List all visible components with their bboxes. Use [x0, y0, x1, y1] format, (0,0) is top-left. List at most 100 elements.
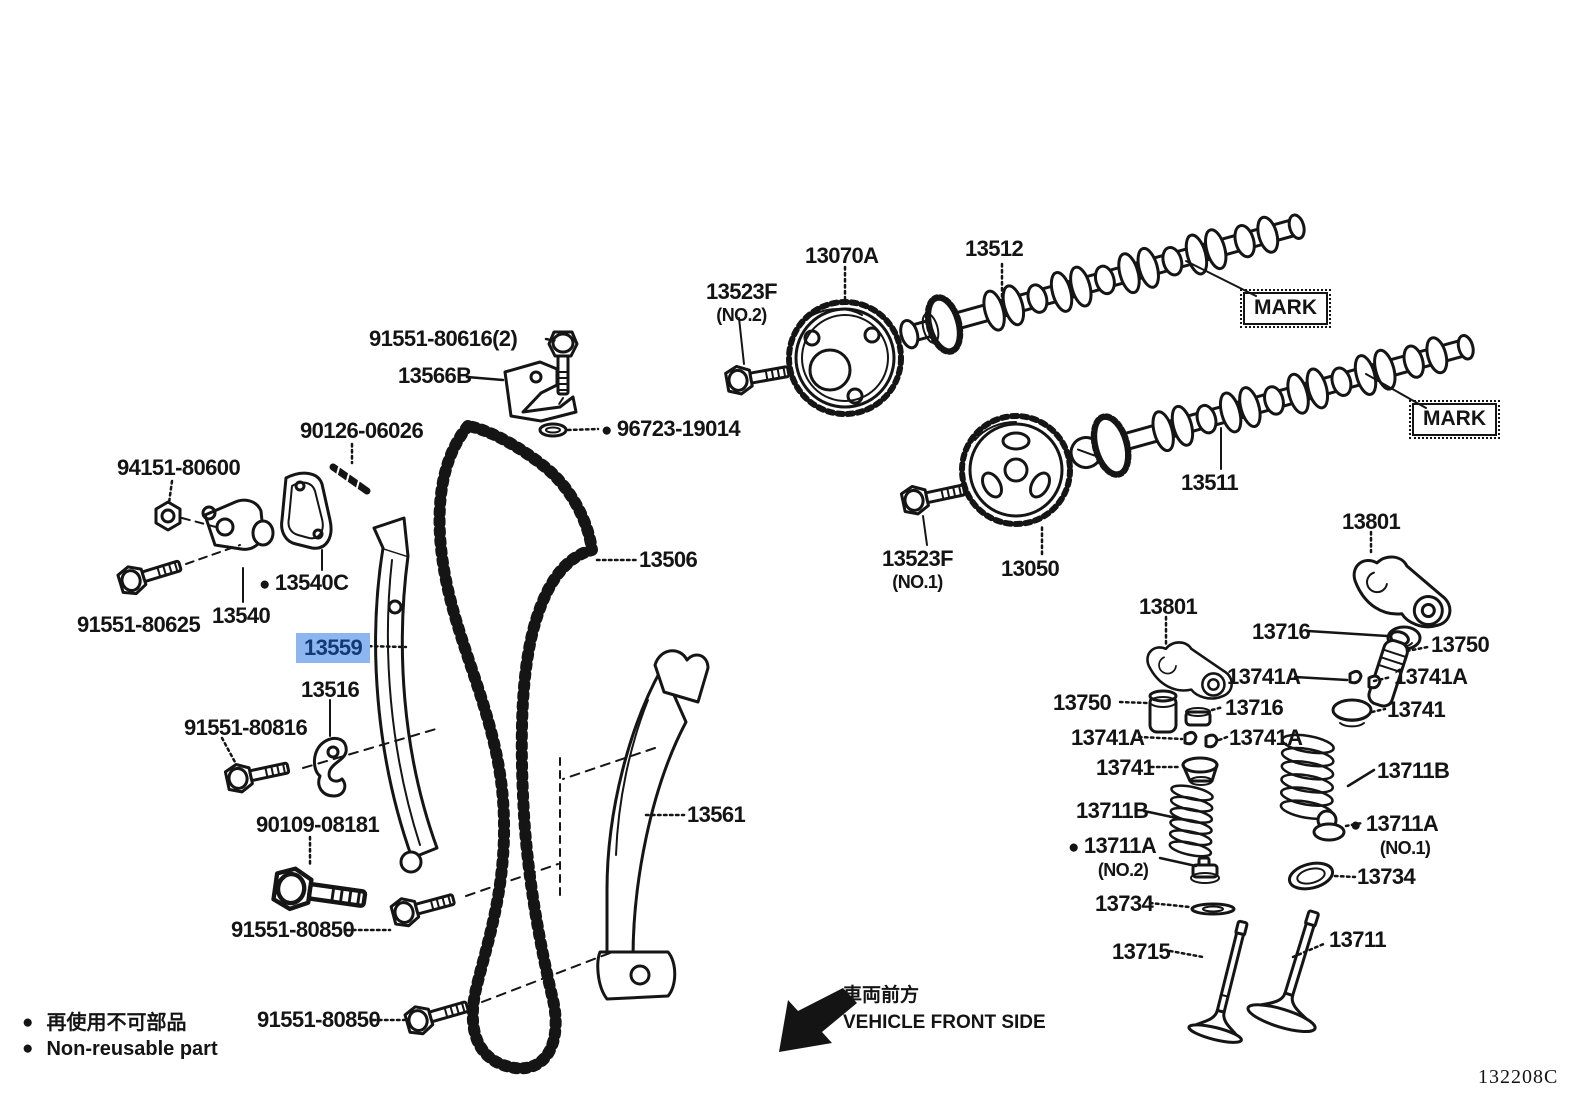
part-label-13741-right[interactable]: 13741 [1387, 697, 1446, 722]
part-label-94151-80600[interactable]: 94151-80600 [117, 455, 241, 480]
lifter-13750-mid-art [1148, 689, 1178, 734]
part-label-13561[interactable]: 13561 [687, 802, 746, 827]
legend-row-jp: ● 再使用不可部品 [22, 1010, 218, 1036]
part-label-13750-mid[interactable]: 13750 [1053, 691, 1112, 714]
non-reusable-bullet-icon: ● [22, 1011, 34, 1033]
part-number-text: 13734 [1095, 891, 1154, 916]
shim-13716-mid-art [1184, 707, 1212, 727]
retainer-13741-right-art [1331, 698, 1373, 728]
part-number-text: 13711B [1076, 798, 1149, 823]
part-label-13506[interactable]: 13506 [639, 548, 698, 571]
part-label-13540[interactable]: 13540 [212, 603, 271, 628]
vehicle-front-side-note: 車両前方 VEHICLE FRONT SIDE [843, 983, 1046, 1036]
part-number-text: 13734 [1357, 864, 1416, 889]
non-reusable-bullet-icon: ● [601, 420, 612, 441]
part-number-text: 13711A [1083, 833, 1157, 858]
part-number-text: 13566B [398, 363, 472, 388]
non-reusable-bullet-icon: ● [1068, 837, 1079, 858]
mark-annotation: MARK [1240, 288, 1331, 329]
nut-94151-art [154, 500, 217, 532]
part-label-13559[interactable]: 13559 [296, 633, 371, 664]
valve-13715-art [1187, 919, 1249, 1044]
part-number-text: MARK [1254, 296, 1317, 319]
part-label-13512[interactable]: 13512 [965, 237, 1024, 260]
legend-row-en: ● Non-reusable part [22, 1036, 218, 1062]
bolt-13523f-no1-art [898, 474, 969, 518]
part-label-13711[interactable]: 13711 [1329, 927, 1387, 952]
vehicle-front-side-jp: 車両前方 [843, 985, 920, 1006]
part-number-text: 91551-80625 [77, 612, 201, 637]
mark-2-leader [1365, 373, 1427, 409]
part-13516-art [313, 699, 348, 798]
part-number-text: 91551-80616(2) [369, 326, 518, 351]
part-label-13801-mid[interactable]: 13801 [1139, 595, 1198, 618]
part-number-text: 94151-80600 [117, 455, 241, 480]
part-label-13716-mid[interactable]: 13716 [1225, 696, 1284, 719]
non-reusable-bullet-icon: ● [259, 574, 270, 595]
part-label-13050[interactable]: 13050 [1001, 557, 1060, 580]
part-label-13741-mid[interactable]: 13741 [1096, 756, 1155, 779]
part-label-91551-80616-2[interactable]: 91551-80616(2) [369, 326, 518, 351]
part-label-13711a-no2[interactable]: ●13711A(NO.2) [1068, 833, 1157, 880]
part-number-text: 13741A [1394, 664, 1468, 689]
part-label-13566b[interactable]: 13566B [398, 363, 472, 388]
part-label-13523f-no2[interactable]: 13523F(NO.2) [706, 280, 778, 325]
part-label-13741a-right-r[interactable]: 13741A [1394, 664, 1468, 689]
part-label-13715[interactable]: 13715 [1112, 940, 1171, 963]
part-label-91551-80625[interactable]: 91551-80625 [77, 612, 201, 637]
part-label-13711b-mid[interactable]: 13711B [1076, 798, 1149, 823]
leader-lines [167, 262, 1430, 1022]
part-label-13750-right[interactable]: 13750 [1431, 633, 1490, 656]
part-label-13801-right[interactable]: 13801 [1342, 510, 1401, 533]
lifter-13750-right-art [1367, 630, 1410, 708]
part-label-90126-06026[interactable]: 90126-06026 [300, 419, 424, 442]
retainer-13741-mid-art [1181, 756, 1219, 786]
legend-text-jp: 再使用不可部品 [46, 1012, 187, 1034]
part-label-13741a-mid-r[interactable]: 13741A [1229, 725, 1303, 750]
part-number-text: 13741A [1071, 725, 1145, 750]
part-number-text: 13741A [1229, 725, 1303, 750]
seat-13734-right-art [1287, 861, 1335, 891]
part-number-text: 13741 [1387, 697, 1446, 722]
part-label-13523f-no1[interactable]: 13523F(NO.1) [882, 547, 954, 592]
vehicle-front-side-en: VEHICLE FRONT SIDE [843, 1011, 1046, 1033]
part-label-13741a-right-l[interactable]: 13741A [1227, 664, 1301, 689]
rocker-13801-right-art [1352, 555, 1452, 629]
part-number-text: 91551-80816 [184, 715, 308, 740]
rocker-13801-mid-art [1146, 641, 1233, 700]
bracket-13566b-art [503, 360, 578, 423]
part-label-13716-right[interactable]: 13716 [1252, 620, 1311, 643]
part-number-text: 13559 [304, 635, 363, 660]
part-label-13734-mid[interactable]: 13734 [1095, 891, 1154, 916]
tensioner-13540-art [201, 498, 275, 603]
spring-13711b-right-art [1279, 733, 1335, 821]
part-label-13711a-no1[interactable]: ●13711A(NO.1) [1350, 811, 1439, 858]
part-number-text: 13540C [274, 570, 349, 595]
part-number-text: 13741A [1227, 664, 1301, 689]
chain-guide-13561-art [562, 649, 710, 1001]
part-label-96723-19014[interactable]: ●96723-19014 [601, 417, 741, 441]
part-label-13516[interactable]: 13516 [301, 677, 360, 702]
part-number-text: MARK [1423, 407, 1486, 430]
part-label-13511[interactable]: 13511 [1181, 471, 1239, 494]
part-number-text: 13540 [212, 603, 271, 628]
part-number-text: 13516 [301, 677, 360, 702]
part-label-91551-80816[interactable]: 91551-80816 [184, 715, 308, 740]
part-label-91551-80850-2[interactable]: 91551-80850 [257, 1008, 381, 1031]
part-number-text: 13561 [687, 802, 746, 827]
part-label-13540c[interactable]: ●13540C [259, 570, 349, 595]
part-label-13711b-right[interactable]: 13711B [1377, 759, 1450, 782]
part-number-text: 13711 [1329, 927, 1387, 952]
part-label-90109-08181[interactable]: 90109-08181 [256, 813, 380, 836]
part-label-13741a-mid-l[interactable]: 13741A [1071, 725, 1145, 750]
figure-code: 132208C [1478, 1066, 1559, 1088]
camshaft-13512-art [899, 213, 1306, 355]
part-label-91551-80850-1[interactable]: 91551-80850 [231, 918, 355, 941]
part-label-13070a[interactable]: 13070A [805, 244, 879, 267]
non-reusable-bullet-icon: ● [1350, 815, 1361, 836]
part-label-13734-right[interactable]: 13734 [1357, 864, 1416, 889]
part-number-subtext: (NO.2) [1097, 859, 1149, 880]
part-number-text: 13711A [1365, 811, 1439, 836]
